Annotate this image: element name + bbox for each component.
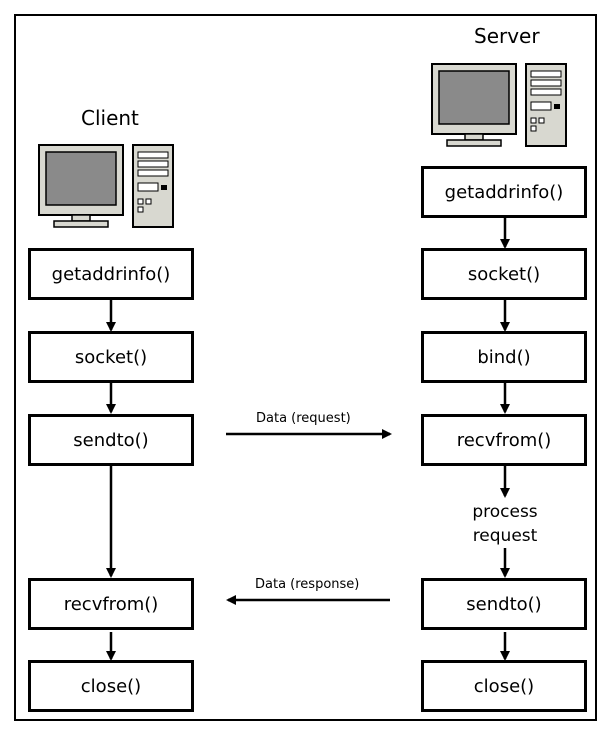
client-step-sendto: sendto(): [28, 414, 194, 466]
server-step-getaddrinfo: getaddrinfo(): [421, 166, 587, 218]
process-request-label: process request: [420, 500, 590, 548]
response-label: Data (response): [255, 577, 360, 592]
client-step-socket: socket(): [28, 331, 194, 383]
client-step-getaddrinfo: getaddrinfo(): [28, 248, 194, 300]
server-step-sendto: sendto(): [421, 578, 587, 630]
process-line-1: process: [472, 502, 538, 522]
server-step-bind: bind(): [421, 331, 587, 383]
server-computer-icon: [431, 63, 567, 147]
diagram-frame: [14, 14, 597, 721]
process-line-2: request: [472, 526, 538, 546]
client-step-close: close(): [28, 660, 194, 712]
server-step-socket: socket(): [421, 248, 587, 300]
client-step-recvfrom: recvfrom(): [28, 578, 194, 630]
client-title: Client: [81, 106, 139, 130]
server-title: Server: [474, 24, 540, 48]
server-step-close: close(): [421, 660, 587, 712]
request-label: Data (request): [256, 411, 351, 426]
client-computer-icon: [38, 144, 174, 228]
server-step-recvfrom: recvfrom(): [421, 414, 587, 466]
